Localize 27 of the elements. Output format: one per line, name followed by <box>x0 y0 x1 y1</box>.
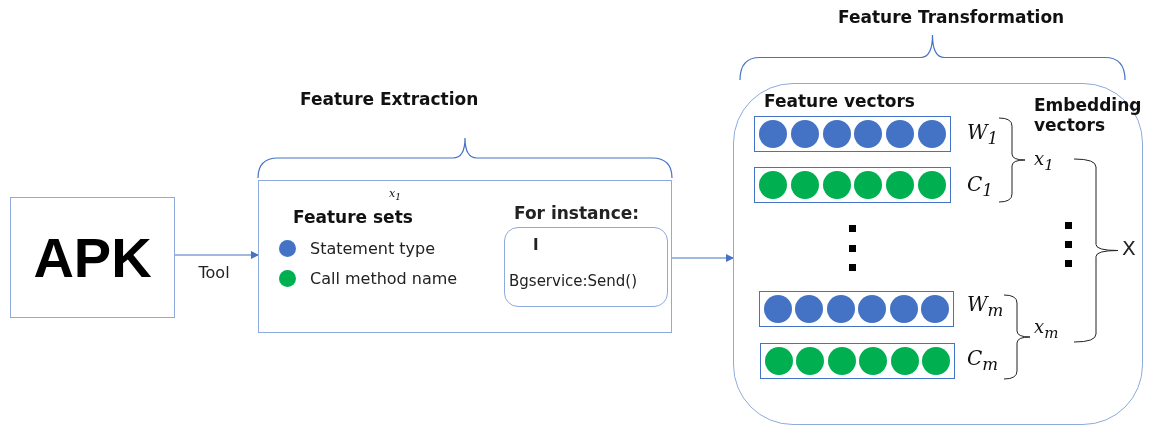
arrow <box>671 254 734 262</box>
math-label: X <box>1122 236 1136 260</box>
section-heading: Embedding vectors <box>1034 96 1142 136</box>
vector-bar <box>754 116 951 152</box>
example-heading: For instance: <box>514 203 640 223</box>
transformation-panel <box>733 83 1143 425</box>
legend-text: Statement type <box>310 239 436 258</box>
arrow <box>174 251 259 259</box>
vector-symbol: W$_{1}$ <box>967 120 999 148</box>
math-label: x$_{1}$ <box>1034 148 1054 174</box>
math-label: x$_{m}$ <box>1034 316 1059 342</box>
section-title: Feature Transformation <box>838 8 1065 28</box>
section-title: Feature Extraction <box>300 90 479 110</box>
vector-bar <box>754 167 951 203</box>
section-heading: Feature sets <box>293 208 413 228</box>
math-label: x$_{1}$ <box>389 187 402 203</box>
example-text: I <box>533 236 539 254</box>
vector-bar <box>760 343 955 379</box>
vector-symbol: W$_{m}$ <box>967 292 1004 320</box>
section-heading: Feature vectors <box>764 92 915 112</box>
vector-bar <box>759 291 954 327</box>
vector-symbol: C$_{1}$ <box>967 172 993 200</box>
vector-symbol: C$_{m}$ <box>967 346 999 374</box>
legend-text: Call method name <box>310 269 458 288</box>
example-text: Bgservice:Send() <box>509 272 638 290</box>
apk-box: APK <box>10 197 175 318</box>
extraction-panel <box>258 180 672 333</box>
